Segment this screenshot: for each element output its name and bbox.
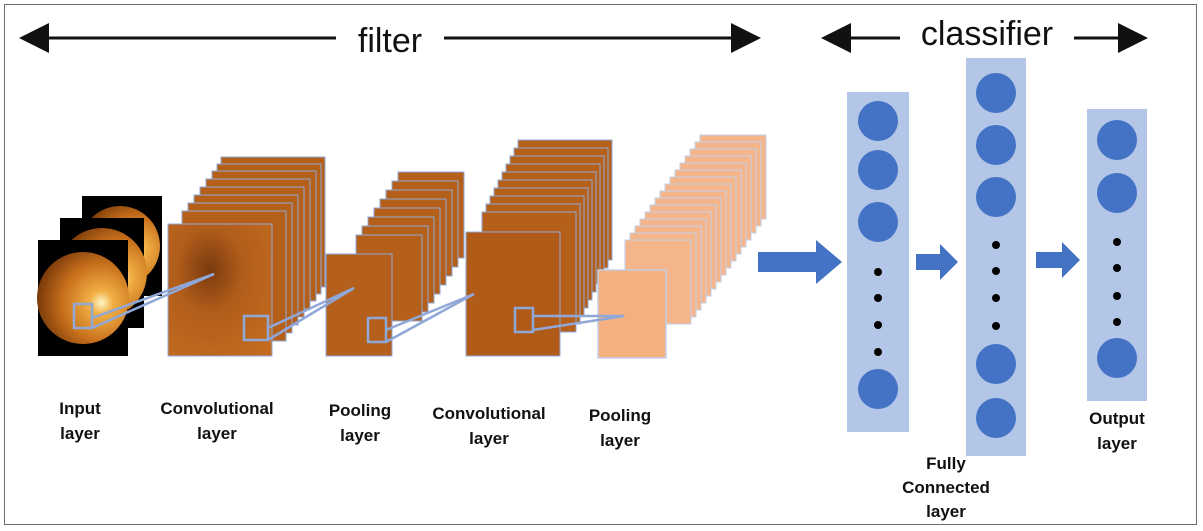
pool-layer-1-label-line2: layer (340, 426, 380, 445)
neuron (976, 125, 1016, 165)
fc-column-2 (966, 56, 1026, 456)
fc-arrow (916, 244, 958, 280)
neuron (1097, 173, 1137, 213)
fc-column-1 (847, 92, 909, 432)
output-layer-label-line2: layer (1097, 434, 1137, 453)
flatten-arrow (758, 240, 842, 284)
neuron (976, 398, 1016, 438)
output-layer-label-line1: Output (1089, 409, 1145, 428)
neuron (858, 150, 898, 190)
pool-layer-2-label: Pooling layer (572, 403, 668, 453)
conv-layer-2-stack (465, 139, 613, 357)
input-layer-label-line1: Input (59, 399, 101, 418)
conv-layer-1-label-line2: layer (197, 424, 237, 443)
output-layer-label: Output layer (1072, 406, 1162, 456)
input-layer-label-line2: layer (60, 424, 100, 443)
input-layer-label: Input layer (40, 396, 120, 446)
filter-label: filter (336, 18, 444, 70)
conv-layer-2-label: Convolutional layer (412, 401, 566, 451)
neuron (976, 73, 1016, 113)
neuron (858, 101, 898, 141)
conv-layer-1-label: Convolutional layer (142, 396, 292, 446)
neuron (976, 177, 1016, 217)
neuron (1097, 338, 1137, 378)
fc-label-line1: Fully (926, 454, 966, 473)
classifier-label: classifier (900, 10, 1074, 58)
fully-connected-layer-label: Fully Connected layer (886, 452, 1006, 524)
conv-layer-2-label-line2: layer (469, 429, 509, 448)
neuron (1097, 120, 1137, 160)
pool-layer-2-stack (597, 134, 767, 359)
flow-arrows (758, 240, 1080, 284)
receptive-field-connectors (91, 272, 625, 344)
fc-label-line2: Connected (902, 478, 990, 497)
fc-label-line3: layer (926, 502, 966, 521)
neuron (976, 344, 1016, 384)
pool-layer-1-label: Pooling layer (312, 398, 408, 448)
pool-layer-2-label-line2: layer (600, 431, 640, 450)
conv-layer-1-stack (167, 156, 326, 357)
pool-layer-1-stack (325, 171, 465, 357)
neuron (858, 202, 898, 242)
conv-layer-1-label-line1: Convolutional (160, 399, 274, 418)
neuron (858, 369, 898, 409)
pool-layer-1-label-line1: Pooling (328, 401, 392, 420)
output-arrow (1036, 242, 1080, 278)
conv-layer-2-label-line1: Convolutional (432, 404, 546, 423)
pool-layer-2-label-line1: Pooling (588, 406, 652, 425)
input-layer-images (37, 196, 162, 356)
output-column (1087, 109, 1147, 401)
